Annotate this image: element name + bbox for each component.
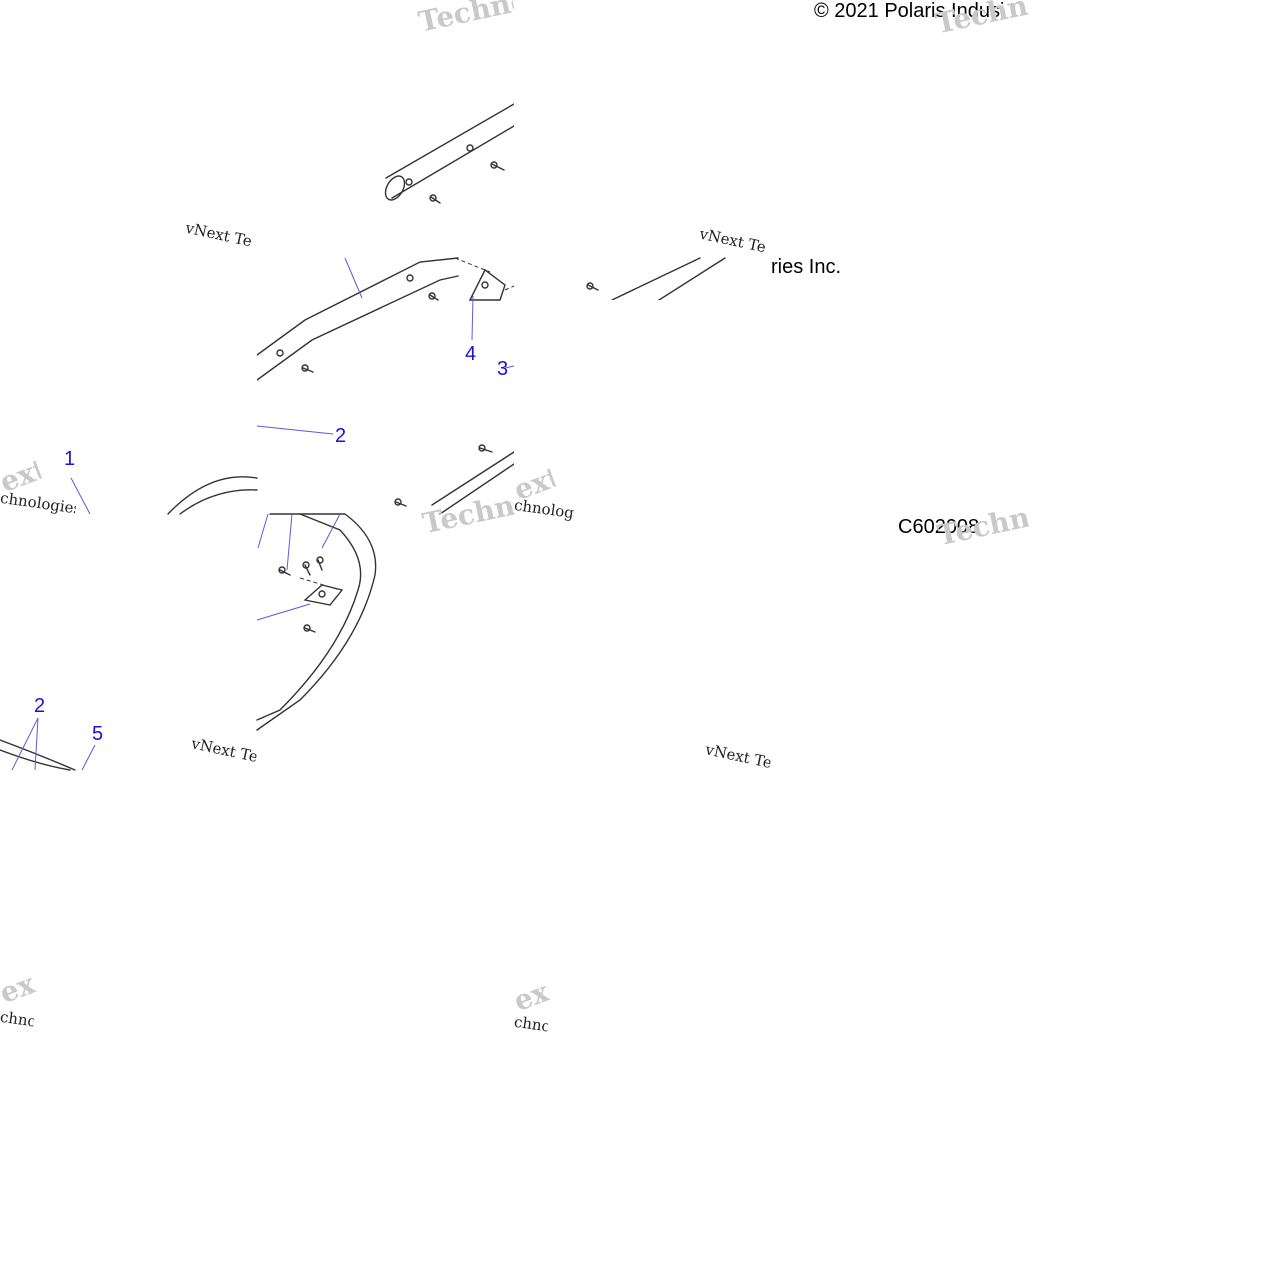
bracket-lower (303, 584, 344, 606)
upper-tube (384, 103, 515, 201)
callout-2-upper: 2 (335, 425, 347, 447)
middle-tube (256, 257, 459, 381)
bracket-upper (468, 268, 506, 301)
callout-2-lower: 2 (34, 695, 46, 717)
loop-tube (0, 476, 377, 771)
callout-3: 3 (497, 358, 509, 380)
callout-1: 1 (64, 448, 76, 470)
figure-code: C602008 (898, 516, 980, 538)
callout-4: 4 (465, 343, 477, 365)
alignment-lines (299, 257, 515, 591)
callout-5: 5 (92, 723, 104, 745)
bolts (278, 161, 599, 633)
leader-lines (11, 257, 515, 771)
lower-right-tube (431, 451, 515, 515)
copyright-text: © 2021 Polaris Indusi (814, 0, 1005, 22)
copyright-fragment: ries Inc. (771, 256, 842, 278)
